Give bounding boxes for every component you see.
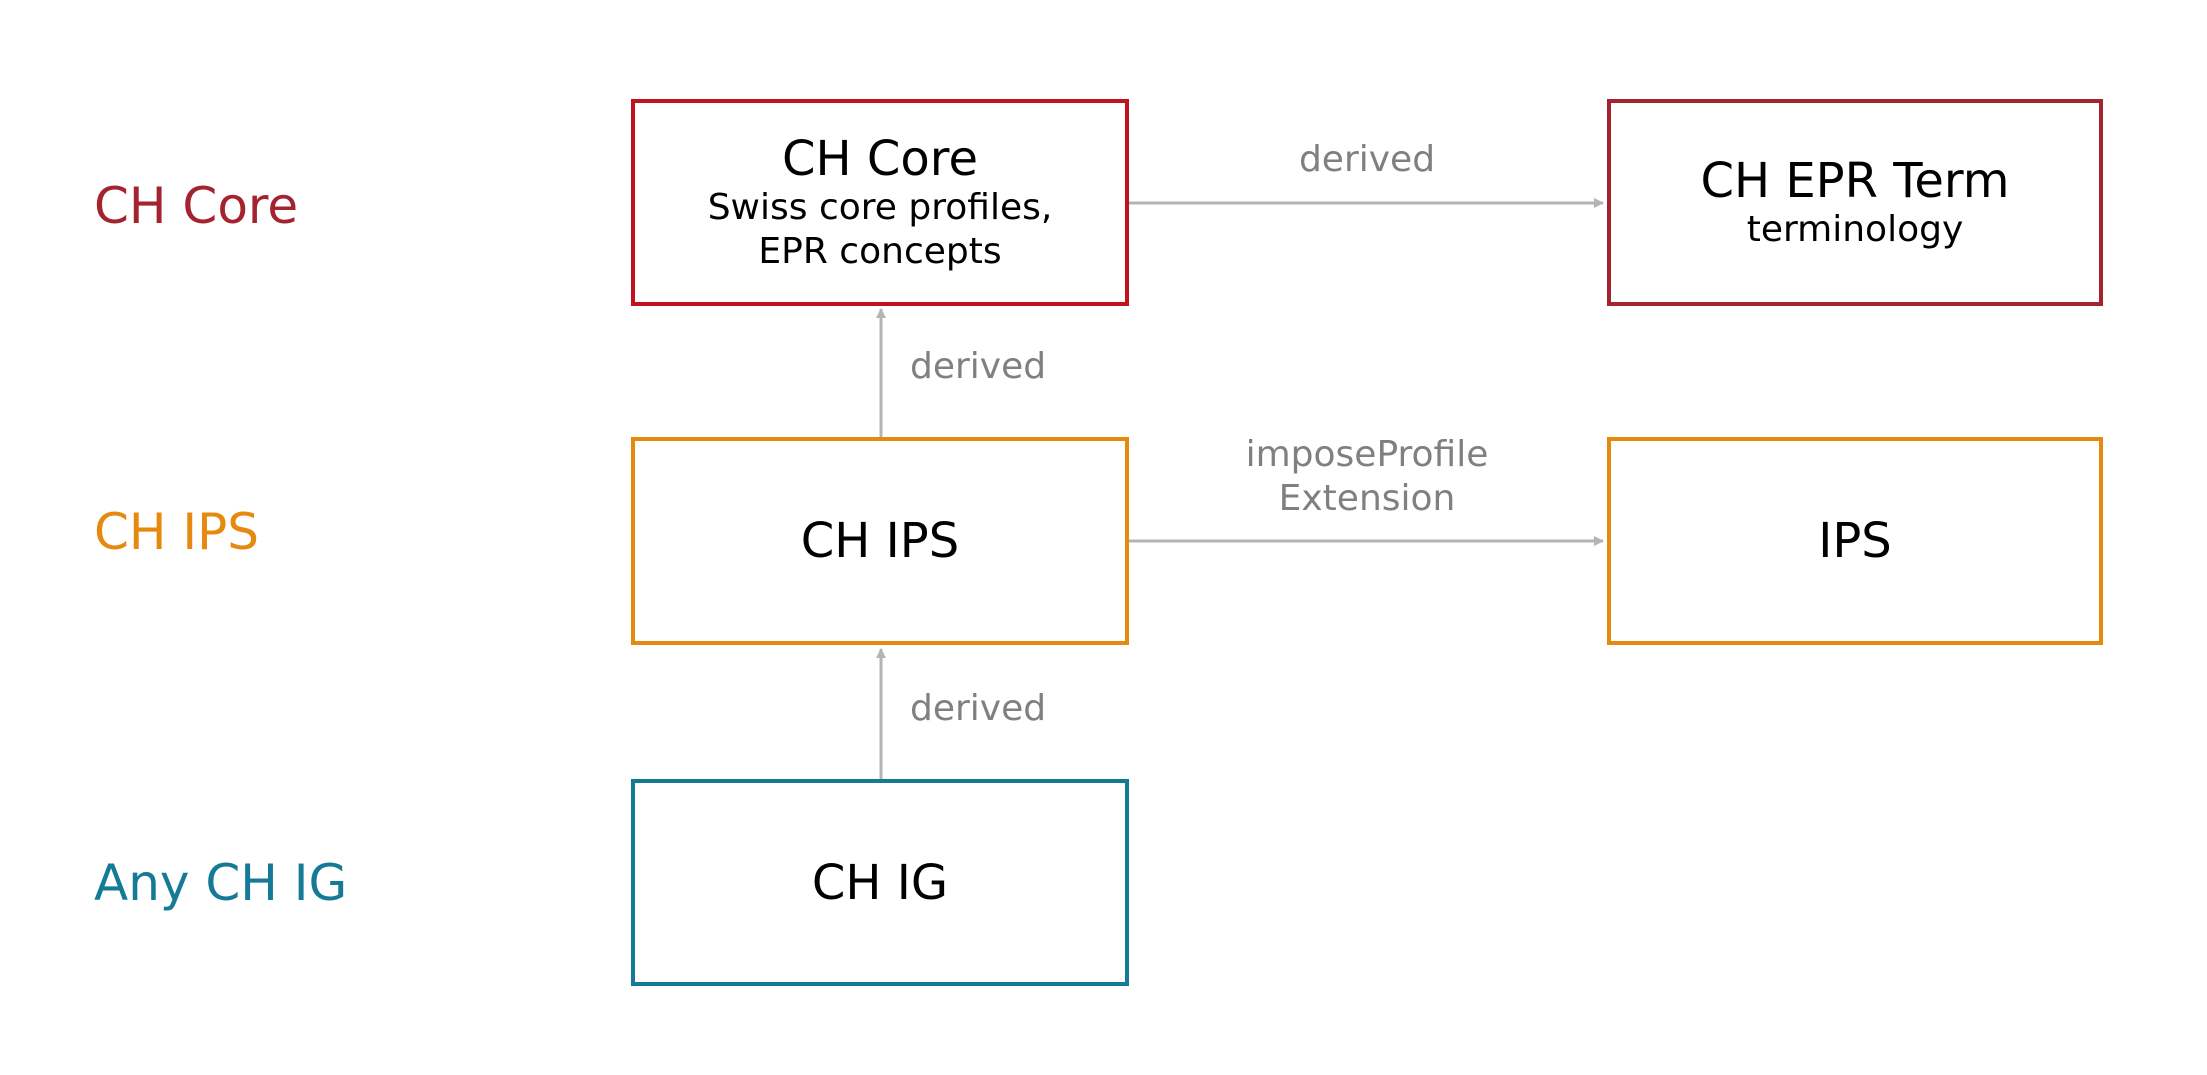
node-ch-ig: CH IG [631, 779, 1129, 986]
edge-label-ch-ips-to-ips-line-2: Extension [1278, 478, 1456, 519]
row-label-core: CH Core [94, 177, 299, 235]
edge-label-ch-ig-to-ch-ips: derived [910, 688, 1047, 729]
node-ch-core-title: CH Core [782, 130, 978, 187]
edge-label-core-to-epr-term: derived [1298, 139, 1436, 180]
row-label-ips: CH IPS [94, 503, 260, 561]
node-ips-title: IPS [1818, 513, 1892, 569]
node-ips: IPS [1607, 437, 2103, 645]
edge-label-ch-ips-to-ips: imposeProfile Extension [1187, 433, 1547, 521]
node-ch-epr-term-subtitle: terminology [1746, 208, 1964, 250]
node-ch-ips: CH IPS [631, 437, 1129, 645]
node-ch-core: CH Core Swiss core profiles, EPR concept… [631, 99, 1129, 306]
node-ch-core-subtitle-line-2: EPR concepts [758, 230, 1002, 272]
edge-label-ch-ips-to-ips-line-1: imposeProfile [1245, 434, 1489, 475]
node-ch-epr-term: CH EPR Term terminology [1607, 99, 2103, 306]
row-label-ig: Any CH IG [94, 854, 348, 912]
edge-label-ch-ips-to-ch-core: derived [910, 346, 1047, 387]
node-ch-ig-title: CH IG [811, 854, 949, 911]
node-ch-ips-title: CH IPS [800, 513, 960, 569]
node-ch-epr-term-title: CH EPR Term [1700, 152, 2010, 209]
node-ch-core-subtitle-line-1: Swiss core profiles, [707, 186, 1053, 228]
